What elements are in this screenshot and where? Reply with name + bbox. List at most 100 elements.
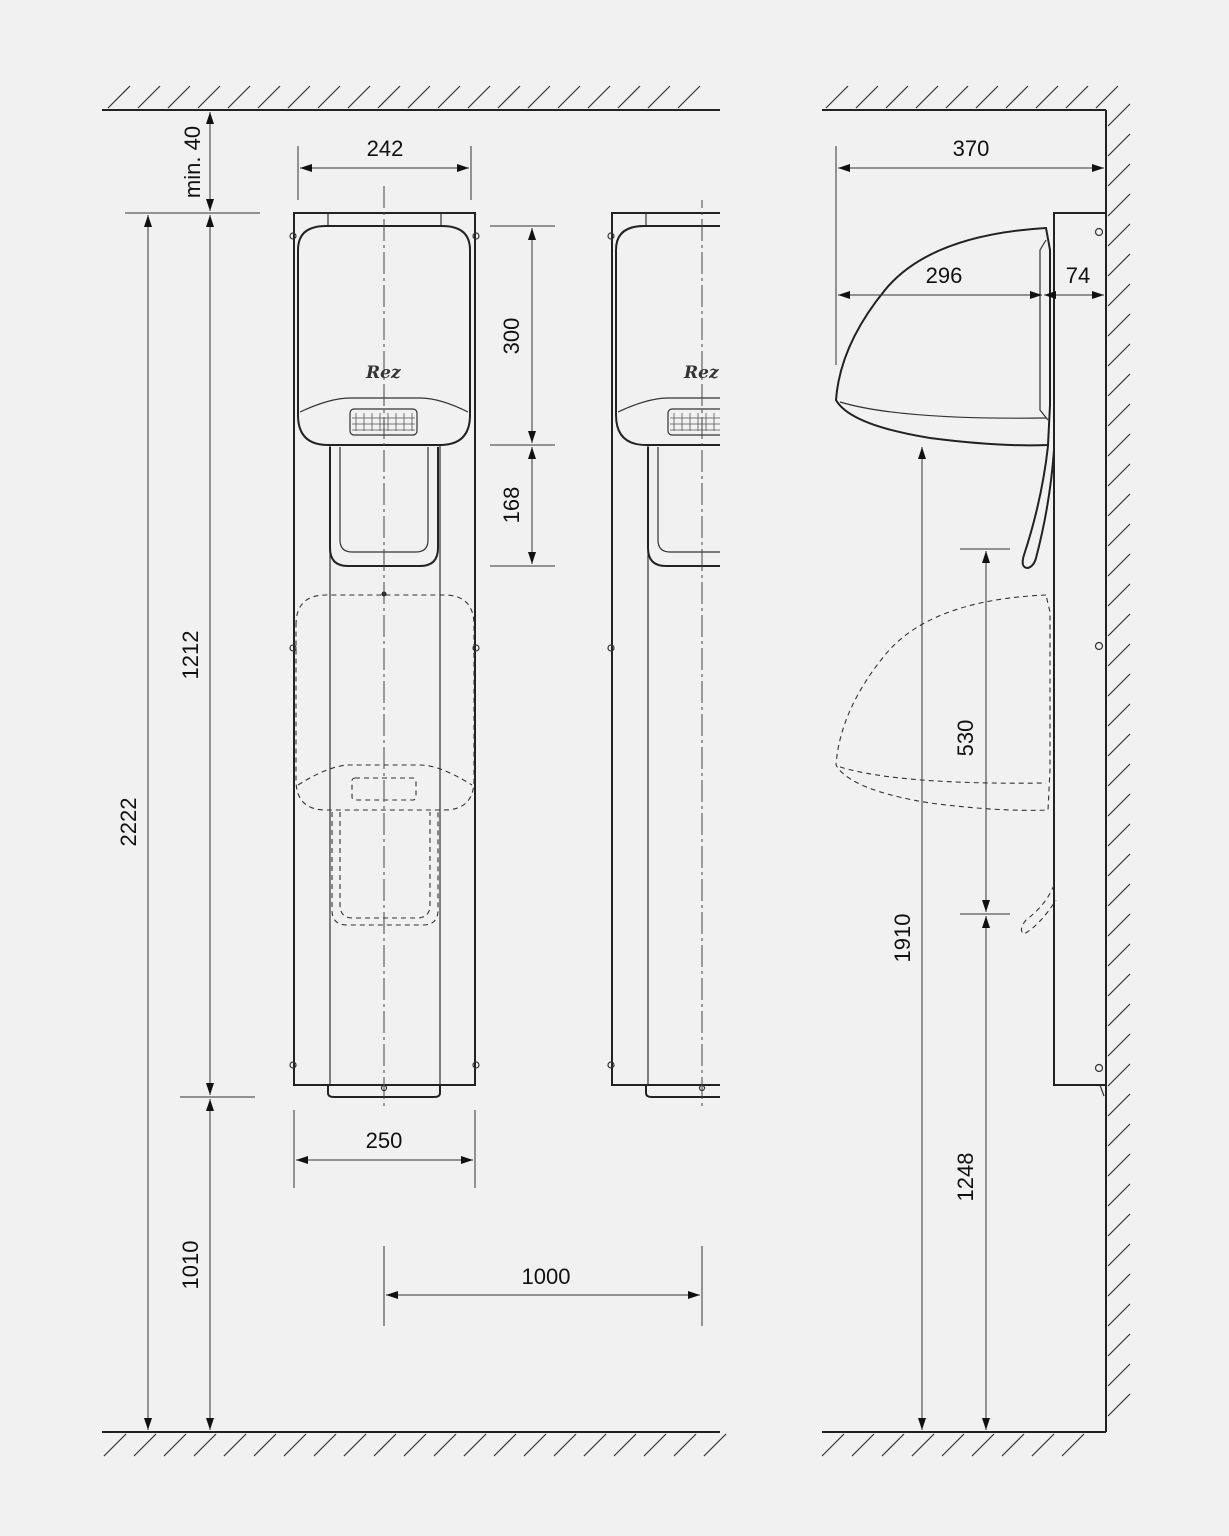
- hatch-stroke: [1107, 283, 1131, 307]
- dim-outlet-height: 1910: [890, 914, 915, 963]
- hatch-stroke: [467, 85, 491, 109]
- hatch-stroke: [137, 85, 161, 109]
- hatch-stroke: [373, 1433, 397, 1457]
- hatch-stroke: [855, 85, 879, 109]
- dim-panel-depth: 74: [1066, 263, 1090, 288]
- hatch-stroke: [1107, 223, 1131, 247]
- front-view-unit-second: Rez: [607, 200, 720, 1108]
- hatch-stroke: [587, 85, 611, 109]
- hatch-stroke: [647, 85, 671, 109]
- hatch-stroke: [1107, 703, 1131, 727]
- hatch-stroke: [557, 85, 581, 109]
- hatch-stroke: [1107, 1213, 1131, 1237]
- hatch-stroke: [107, 85, 131, 109]
- hatch-stroke: [1107, 643, 1131, 667]
- hatch-stroke: [1107, 1123, 1131, 1147]
- hatch-stroke: [1107, 823, 1131, 847]
- hatch-stroke: [1107, 1093, 1131, 1117]
- hatch-stroke: [915, 85, 939, 109]
- hatch-stroke: [437, 85, 461, 109]
- dryer-body-side: [834, 226, 1051, 447]
- hatch-stroke: [1107, 403, 1131, 427]
- dryer-lowered-position: [295, 594, 475, 811]
- dim-front-width: 242: [367, 136, 404, 161]
- dim-floor-to-panel: 1010: [178, 1241, 203, 1290]
- hatch-stroke: [1107, 1183, 1131, 1207]
- hatch-stroke: [1107, 433, 1131, 457]
- hatch-stroke: [1107, 103, 1131, 127]
- brand-logo: Rez: [365, 363, 401, 383]
- hatch-stroke: [1107, 913, 1131, 937]
- dim-tray-height: 168: [499, 487, 524, 524]
- hatch-stroke: [463, 1433, 487, 1457]
- hatch-stroke: [1107, 193, 1131, 217]
- hatch-stroke: [971, 1433, 995, 1457]
- hatch-stroke: [617, 85, 641, 109]
- hatch-stroke: [1107, 763, 1131, 787]
- hatch-stroke: [881, 1433, 905, 1457]
- hatch-stroke: [1107, 463, 1131, 487]
- dim-spacing: 1000: [522, 1264, 571, 1289]
- hatch-stroke: [1107, 163, 1131, 187]
- hatch-stroke: [1107, 1033, 1131, 1057]
- hatch-stroke: [407, 85, 431, 109]
- screw: [472, 232, 480, 240]
- screw: [472, 644, 480, 652]
- hatch-stroke: [253, 1433, 277, 1457]
- hatch-stroke: [1107, 1153, 1131, 1177]
- side-view-unit: [834, 212, 1107, 1097]
- hatch-stroke: [885, 85, 909, 109]
- hatch-stroke: [283, 1433, 307, 1457]
- hatch-stroke: [527, 85, 551, 109]
- hatch-stroke: [821, 1433, 845, 1457]
- hatch-stroke: [193, 1433, 217, 1457]
- hatch-stroke: [1031, 1433, 1055, 1457]
- dim-low-outlet-height: 1248: [953, 1153, 978, 1202]
- dim-total-height: 2222: [116, 798, 141, 847]
- hatch-stroke: [1107, 1303, 1131, 1327]
- dim-adjust-range: 530: [953, 720, 978, 757]
- hatch-stroke: [911, 1433, 935, 1457]
- hatch-stroke: [703, 1433, 727, 1457]
- screw: [289, 1061, 297, 1069]
- hatch-stroke: [1107, 1273, 1131, 1297]
- hatch-stroke: [1107, 493, 1131, 517]
- hatch-stroke: [1107, 793, 1131, 817]
- dryer-lowered-side: [835, 594, 1051, 811]
- hatch-stroke: [643, 1433, 667, 1457]
- hatch-stroke: [1107, 1243, 1131, 1267]
- dim-panel-height: 1212: [178, 631, 203, 680]
- hatch-stroke: [1065, 85, 1089, 109]
- hatch-stroke: [1061, 1433, 1085, 1457]
- hatch-stroke: [343, 1433, 367, 1457]
- hatch-stroke: [257, 85, 281, 109]
- hatch-stroke: [1107, 1333, 1131, 1357]
- hatch-stroke: [197, 85, 221, 109]
- screw: [472, 1061, 480, 1069]
- hatch-stroke: [163, 1433, 187, 1457]
- hatch-stroke: [1107, 523, 1131, 547]
- hatch-stroke: [403, 1433, 427, 1457]
- hatch-stroke: [377, 85, 401, 109]
- hatch-stroke: [433, 1433, 457, 1457]
- hatch-stroke: [347, 85, 371, 109]
- hatch-stroke: [1107, 343, 1131, 367]
- dimension-lines: [125, 112, 1104, 1430]
- screw: [289, 644, 297, 652]
- dryer-body-front: [297, 225, 471, 446]
- hatch-stroke: [613, 1433, 637, 1457]
- wall-hatching: [103, 85, 1131, 1457]
- brand-logo-second: Rez: [683, 363, 719, 383]
- hatch-stroke: [941, 1433, 965, 1457]
- hatch-stroke: [945, 85, 969, 109]
- hatch-stroke: [1107, 1393, 1131, 1417]
- hatch-stroke: [103, 1433, 127, 1457]
- hatch-stroke: [1107, 973, 1131, 997]
- hatch-stroke: [1107, 1363, 1131, 1387]
- hatch-stroke: [1107, 1063, 1131, 1087]
- hatch-stroke: [133, 1433, 157, 1457]
- hatch-stroke: [1107, 673, 1131, 697]
- dim-clearance-top: min. 40: [180, 126, 205, 198]
- hatch-stroke: [167, 85, 191, 109]
